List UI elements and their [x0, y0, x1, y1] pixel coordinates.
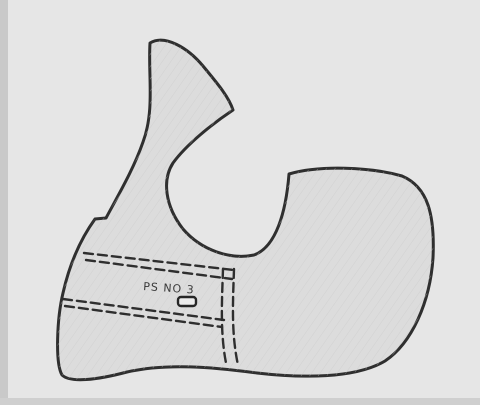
paper-edge-left: [0, 0, 8, 405]
paper-edge-bottom: [0, 398, 480, 405]
stent-marker: [178, 297, 196, 306]
